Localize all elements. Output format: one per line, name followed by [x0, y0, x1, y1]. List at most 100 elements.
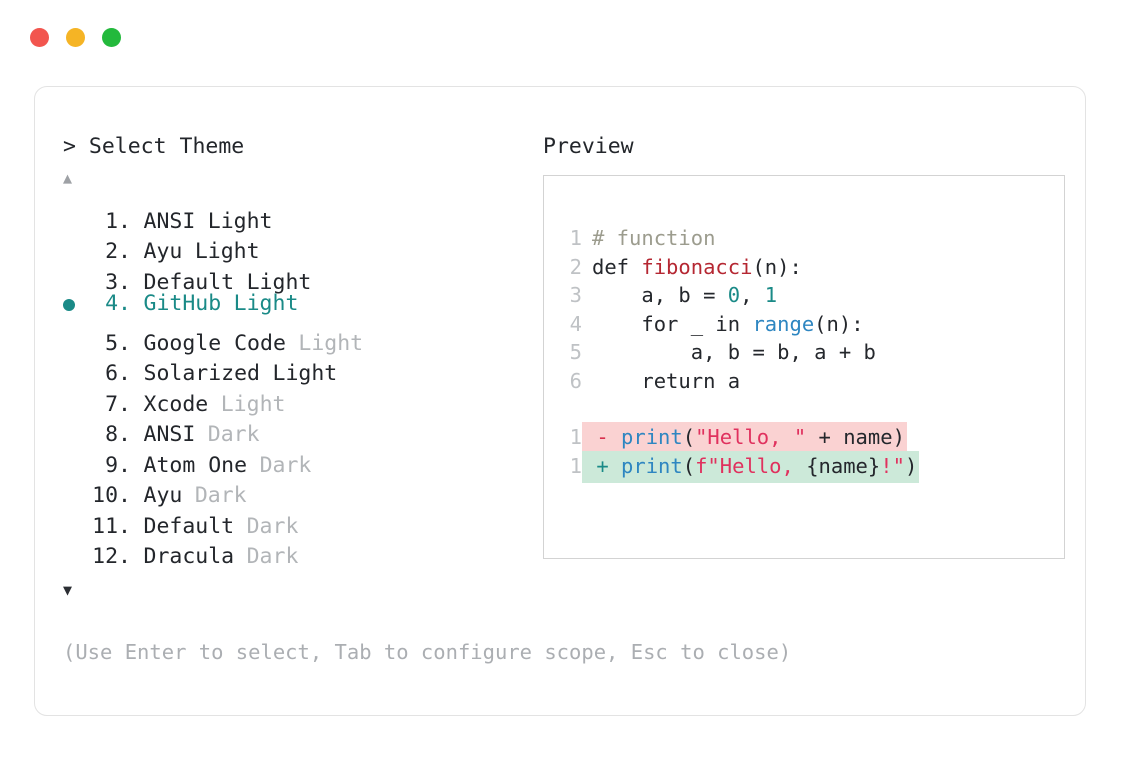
- theme-item-variant: Dark: [246, 544, 299, 569]
- theme-item-variant: Light: [233, 290, 299, 316]
- selection-bullet-slot: [63, 441, 89, 472]
- code-token: def: [592, 254, 642, 279]
- theme-item-index: 9.: [105, 452, 131, 478]
- theme-item-name: GitHub: [143, 290, 222, 316]
- line-number: 1: [569, 454, 582, 479]
- theme-item-variant: Dark: [259, 452, 312, 478]
- theme-item-name: ANSI: [143, 208, 196, 234]
- minimize-button[interactable]: [66, 28, 85, 47]
- theme-list-item[interactable]: 12. Dracula Dark: [63, 533, 533, 569]
- theme-item-name: ANSI: [143, 422, 196, 447]
- selection-bullet-slot: [63, 228, 89, 259]
- code-line-text: a, b = b, a + b: [592, 338, 876, 367]
- scroll-down-icon[interactable]: ▼: [63, 581, 73, 599]
- theme-item-name: Google Code: [143, 330, 286, 356]
- theme-item-name: Default: [143, 513, 235, 539]
- code-line-text: def fibonacci(n):: [592, 253, 802, 282]
- code-token: (n):: [814, 311, 864, 336]
- selection-bullet-slot: [63, 350, 89, 381]
- theme-item-index: 6.: [105, 361, 131, 386]
- selection-bullet-slot: [63, 533, 89, 564]
- selection-bullet-slot: [63, 289, 89, 320]
- code-token: {name}: [806, 454, 881, 479]
- theme-item-name: Solarized: [143, 361, 261, 386]
- code-token: print: [621, 454, 683, 479]
- code-token: a, b = b, a + b: [592, 340, 876, 365]
- code-token: # function: [592, 226, 716, 250]
- theme-item-index: 2.: [105, 239, 131, 264]
- line-number: 1: [569, 425, 582, 450]
- diff-line-deleted: 1 - print("Hello, " + name): [558, 422, 1064, 454]
- selection-bullet-slot: [63, 502, 89, 533]
- theme-item-variant: Light: [220, 391, 286, 417]
- code-line: 1# function: [558, 224, 1064, 253]
- zoom-button[interactable]: [102, 28, 121, 47]
- theme-item-name: Dracula: [143, 544, 235, 569]
- code-token: ): [904, 454, 918, 479]
- code-line: 5 a, b = b, a + b: [558, 338, 1064, 367]
- code-token: range: [752, 311, 815, 336]
- theme-item-index: 11.: [92, 513, 131, 539]
- theme-item-index: 7.: [105, 391, 131, 417]
- code-token: fibonacci: [641, 254, 753, 279]
- diff-line-text: - print("Hello, " + name): [582, 422, 907, 454]
- diff-sign: +: [584, 454, 622, 479]
- theme-list-item[interactable]: 5. Google Code Light: [63, 319, 533, 356]
- code-line-text: for _ in range(n):: [592, 310, 864, 339]
- code-line: 6 return a: [558, 367, 1064, 396]
- code-line: 4 for _ in range(n):: [558, 310, 1064, 339]
- theme-list-item[interactable]: 9. Atom One Dark: [63, 441, 533, 478]
- code-token: !": [880, 454, 905, 479]
- theme-item-name: Atom One: [143, 452, 248, 478]
- code-token: ,: [740, 283, 765, 308]
- code-token: return a: [592, 368, 741, 393]
- theme-list-item[interactable]: 6. Solarized Light: [63, 350, 533, 386]
- theme-list-item[interactable]: 8. ANSI Dark: [63, 411, 533, 447]
- theme-list-item[interactable]: 7. Xcode Light: [63, 380, 533, 417]
- code-token: "Hello, ": [695, 425, 807, 450]
- code-line-text: # function: [592, 224, 715, 253]
- theme-item-index: 12.: [92, 544, 131, 569]
- diff-highlight: - print("Hello, " + name): [582, 422, 907, 454]
- theme-item-variant: Dark: [207, 422, 260, 447]
- close-button[interactable]: [30, 28, 49, 47]
- code-line: 2 def fibonacci(n):: [558, 253, 1064, 282]
- selection-bullet-slot: [63, 197, 89, 228]
- line-number: 4: [569, 311, 582, 336]
- line-number: 5: [569, 340, 582, 365]
- theme-item-variant: Light: [298, 330, 364, 356]
- line-number: 2: [569, 254, 582, 279]
- theme-item-variant: Light: [207, 208, 273, 234]
- selection-bullet-slot: [63, 319, 89, 350]
- code-token: (: [682, 454, 696, 479]
- selected-bullet-icon: [63, 298, 75, 311]
- code-token: a, b =: [592, 283, 728, 308]
- code-token: f"Hello,: [695, 454, 807, 479]
- code-line-text: return a: [592, 367, 740, 396]
- keyboard-hint: (Use Enter to select, Tab to configure s…: [63, 640, 792, 664]
- scroll-up-icon[interactable]: ▲: [63, 169, 73, 187]
- theme-item-index: 3.: [105, 269, 131, 295]
- theme-item-index: 8.: [105, 422, 131, 447]
- theme-item-name: Xcode: [143, 391, 209, 417]
- theme-item-name: Default: [143, 269, 235, 295]
- code-token: 1: [764, 283, 778, 308]
- theme-item-index: 5.: [105, 330, 131, 356]
- code-token: + name): [806, 425, 905, 450]
- selection-bullet-slot: [63, 258, 89, 289]
- selection-bullet-slot: [63, 380, 89, 411]
- theme-item-variant: Light: [272, 361, 338, 386]
- preview-title: Preview: [543, 134, 634, 159]
